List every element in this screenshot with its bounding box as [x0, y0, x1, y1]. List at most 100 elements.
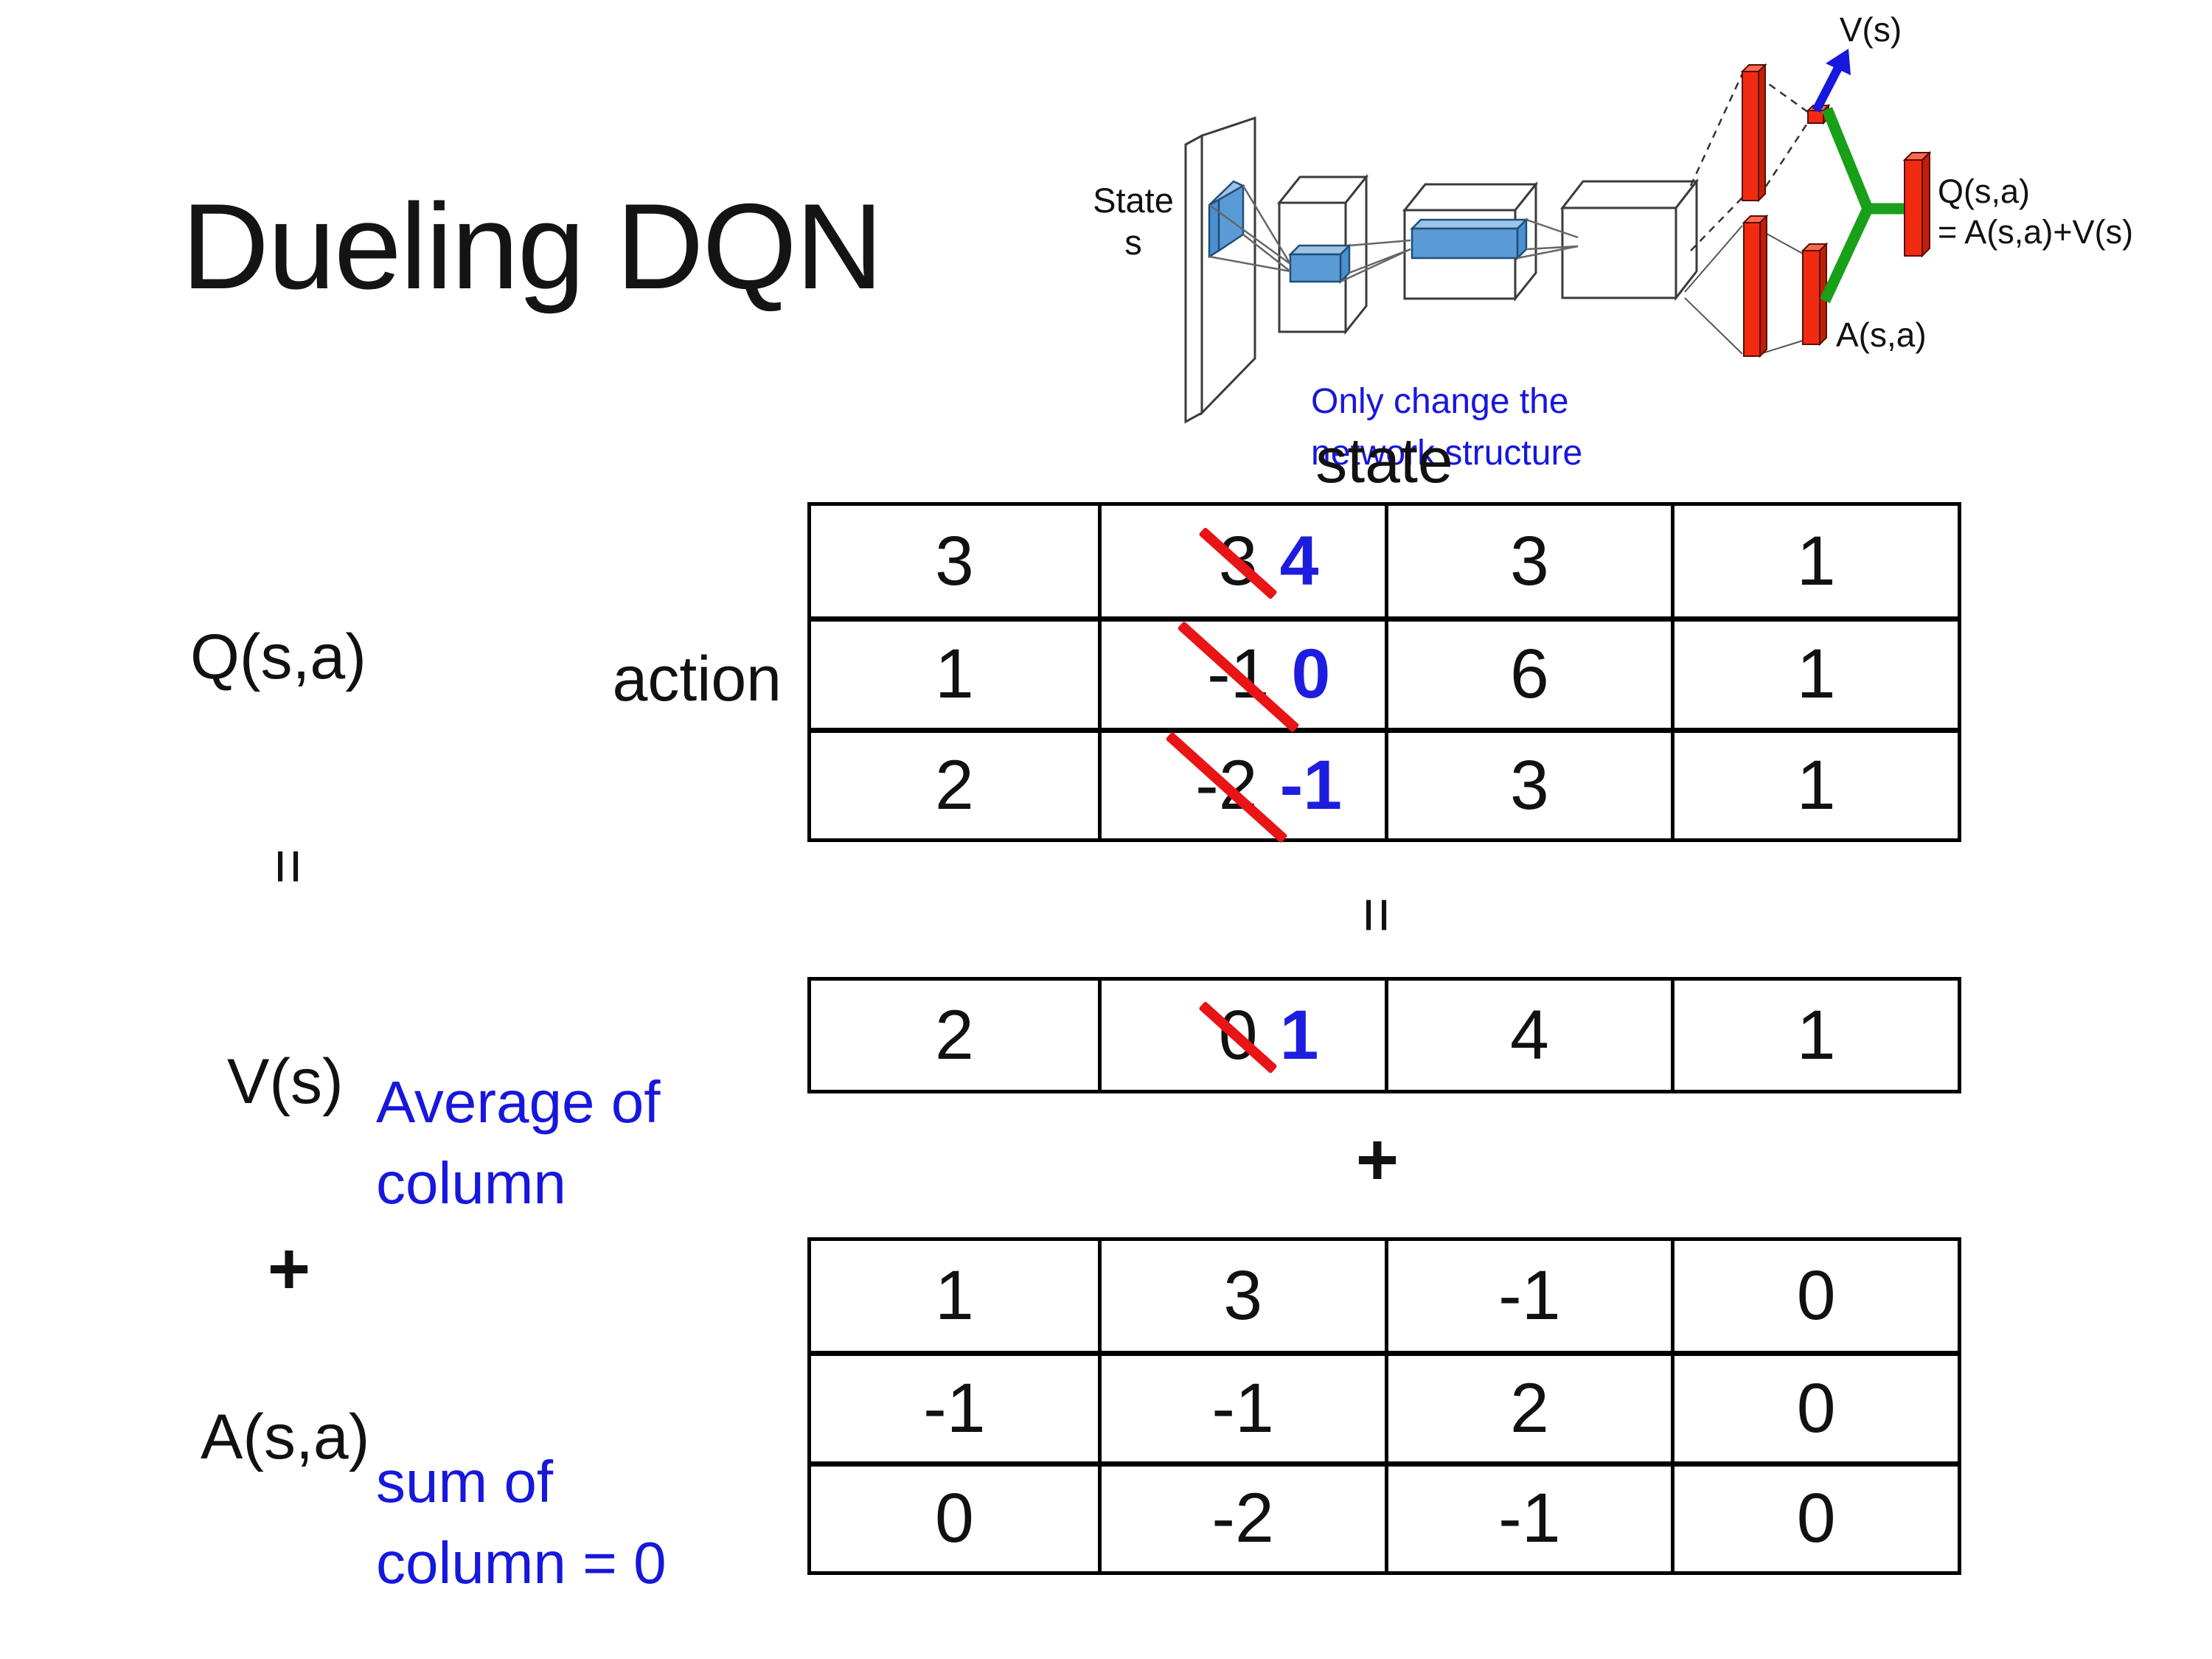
- a-value: 3: [1223, 1256, 1263, 1335]
- a-value: 0: [934, 1479, 974, 1558]
- average-of-column-note: Average of column: [376, 1062, 660, 1225]
- q-cell: 6: [1384, 616, 1672, 728]
- average-note-line1: Average of: [376, 1069, 661, 1135]
- q-value: 1: [1796, 745, 1836, 824]
- q-cell: 1: [1671, 727, 1958, 838]
- v-new-value: 1: [1279, 995, 1319, 1074]
- q-matrix-label: Q(s,a): [190, 622, 366, 692]
- a-cell: 0: [1671, 1241, 1958, 1352]
- q-output-bar-icon: [1902, 150, 1932, 258]
- v-matrix-label: V(s): [227, 1046, 344, 1117]
- a-cell: 2: [1384, 1351, 1672, 1461]
- v-cell: 1: [1671, 981, 1958, 1090]
- a-cell: 0: [811, 1461, 1098, 1571]
- q-value: 1: [1796, 521, 1836, 600]
- state-label: State: [1093, 181, 1174, 220]
- q-value: 2: [934, 745, 974, 824]
- a-value: 0: [1796, 1256, 1836, 1335]
- a-value: -1: [1211, 1368, 1274, 1447]
- a-value: 0: [1796, 1479, 1836, 1558]
- input-plane-icon: [1184, 116, 1256, 424]
- average-note-line2: column: [376, 1150, 566, 1217]
- diagram-note-line2: network structure: [1311, 434, 1582, 473]
- v-cell: 4: [1384, 981, 1672, 1090]
- a-matrix-label: A(s,a): [201, 1402, 370, 1472]
- q-value: 3: [1509, 521, 1549, 600]
- a-cell: -1: [811, 1351, 1098, 1461]
- q-cell: 1: [1671, 506, 1958, 617]
- v-value: 2: [934, 995, 974, 1074]
- a-output-label: A(s,a): [1836, 316, 1927, 354]
- q-output-label-line2: = A(s,a)+V(s): [1938, 213, 2133, 251]
- q-cell: 2: [811, 727, 1098, 838]
- plus-sign-mid: +: [1355, 1118, 1399, 1201]
- q-value: 1: [1796, 635, 1836, 714]
- state-label-s: s: [1124, 223, 1142, 262]
- fc-bar-a-icon: [1742, 214, 1769, 358]
- v-arrow-icon: [1812, 49, 1851, 113]
- conv-cone-lines: [1208, 185, 1579, 283]
- a-value: -1: [923, 1368, 986, 1447]
- q-cell: 3: [1384, 727, 1672, 838]
- v-output-label: V(s): [1840, 10, 1902, 49]
- q-old-value: -2: [1195, 745, 1258, 824]
- q-cell: 1: [1671, 616, 1958, 728]
- plus-sign-left: +: [267, 1227, 311, 1310]
- a-cell: 0: [1671, 1351, 1958, 1461]
- a-cell: -1: [1384, 1461, 1672, 1571]
- v-stream-dashed-lines: [1689, 73, 1809, 251]
- a-vector-bar-icon: [1801, 242, 1829, 347]
- a-value: 0: [1796, 1368, 1836, 1447]
- q-new-value: 4: [1279, 521, 1319, 600]
- q-cell: 3: [1384, 506, 1672, 617]
- q-value: 3: [934, 521, 974, 600]
- q-cell-changed: 3 4: [1097, 506, 1385, 617]
- q-value: 6: [1509, 635, 1549, 714]
- equals-sign-mid: =: [1343, 897, 1413, 933]
- v-value: 4: [1509, 995, 1549, 1074]
- a-cell: -2: [1097, 1461, 1385, 1571]
- sum-note-line2: column = 0: [376, 1530, 667, 1596]
- v-table: 2 0 1 4 1: [807, 977, 1961, 1093]
- action-label: action: [612, 644, 782, 714]
- v-old-value: 0: [1218, 995, 1258, 1074]
- conv-box-3: [1559, 178, 1700, 302]
- a-cell: -1: [1384, 1241, 1672, 1352]
- q-old-value: 3: [1218, 521, 1258, 600]
- state-header: state: [1315, 425, 1453, 496]
- page-title: Dueling DQN: [181, 178, 883, 314]
- aggregator-y-icon: [1820, 107, 1905, 304]
- fc-bar-v-icon: [1740, 63, 1767, 203]
- feature-bar-1-icon: [1287, 243, 1352, 285]
- q-cell-changed: -2 -1: [1097, 727, 1385, 838]
- a-value: 2: [1509, 1368, 1549, 1447]
- v-cell-changed: 0 1: [1097, 981, 1385, 1090]
- q-table: 3 3 4 3 1 1 -1 0 6 1 2 -2 -1 3 1: [807, 502, 1961, 842]
- q-cell-changed: -1 0: [1097, 616, 1385, 728]
- a-value: 1: [934, 1256, 974, 1335]
- q-new-value: 0: [1291, 635, 1331, 714]
- a-cell: 0: [1671, 1461, 1958, 1571]
- network-diagram: State s V(s) Q(s,a) = A(s,a)+V(s) A(s,a)…: [1093, 10, 2133, 473]
- sum-of-column-note: sum of column = 0: [376, 1441, 667, 1604]
- diagram-note-line1: Only change the: [1311, 382, 1569, 421]
- q-cell: 3: [811, 506, 1098, 616]
- v-cell: 2: [811, 981, 1098, 1090]
- q-old-value: -1: [1206, 635, 1270, 714]
- a-value: -2: [1211, 1479, 1274, 1558]
- a-value: -1: [1498, 1479, 1561, 1558]
- sum-note-line1: sum of: [376, 1449, 554, 1514]
- a-cell: 3: [1097, 1241, 1385, 1352]
- q-output-label-line1: Q(s,a): [1938, 173, 2030, 210]
- a-cell: -1: [1097, 1351, 1385, 1461]
- q-new-value: -1: [1279, 745, 1343, 824]
- feature-bar-2-icon: [1409, 217, 1529, 261]
- a-table: 1 3 -1 0 -1 -1 2 0 0 -2 -1 0: [807, 1237, 1961, 1575]
- a-cell: 1: [811, 1241, 1098, 1351]
- q-value: 3: [1509, 745, 1549, 824]
- q-value: 1: [934, 635, 974, 714]
- equals-sign-left: =: [254, 848, 324, 885]
- v-value: 1: [1796, 995, 1836, 1074]
- q-cell: 1: [811, 616, 1098, 727]
